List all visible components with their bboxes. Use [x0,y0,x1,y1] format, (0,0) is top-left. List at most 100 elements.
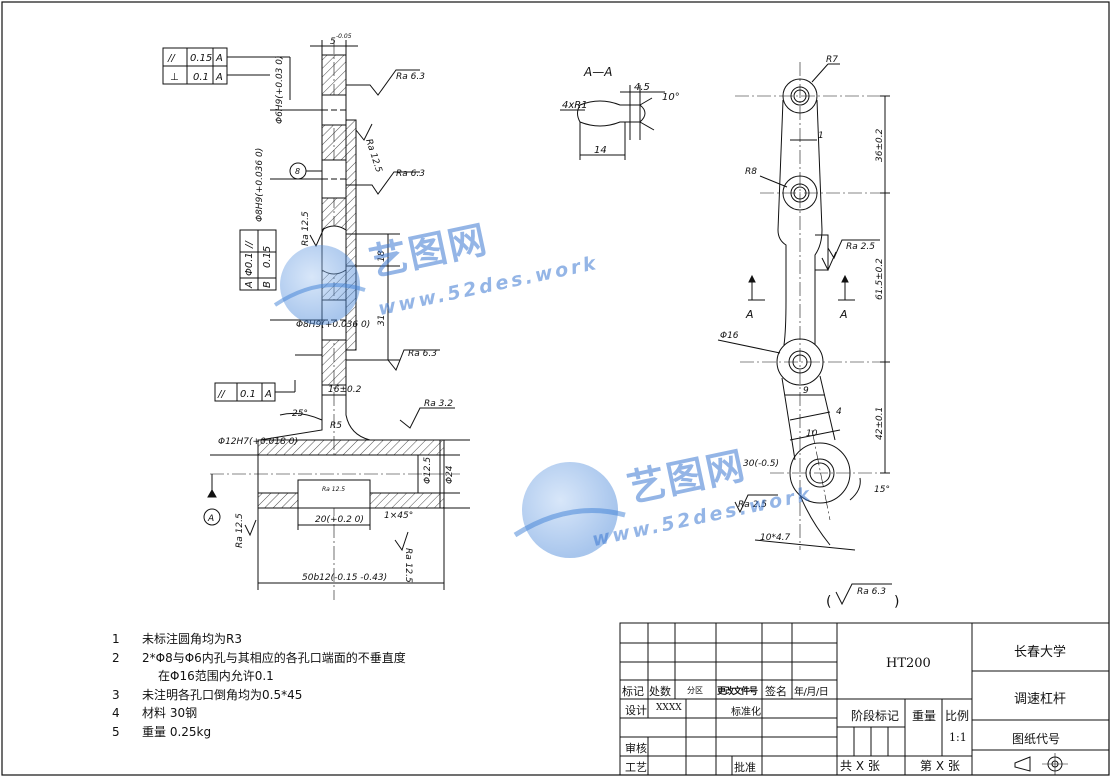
dim-d12-5: Φ12.5 [423,457,433,484]
dim-phi16: Φ16 [720,331,739,341]
section-title: A—A [583,65,612,79]
tol-2-datum: A [215,72,223,83]
tb-signature-label: 签名 [765,685,787,698]
dim-hole3: Φ8H9(+0.036 0) [296,320,370,330]
tb-designer-value: XXXX [656,703,682,713]
ra-6: Ra 3.2 [424,399,453,409]
dim-top-tol: -0.05 [336,33,352,40]
section-4-5: 4.5 [634,82,650,93]
dim-bore: Φ12H7(+0.018 0) [218,437,298,447]
slot-roughness: Ra 12.5 [322,486,345,493]
tb-ratio-label: 比例 [945,709,970,723]
ra-3: Ra 6.3 [396,169,425,179]
tb-mark-label: 标记 [622,685,644,698]
left-view [203,40,470,600]
dim-31: 31 [377,315,387,326]
note-text: 重量 0.25kg [142,724,212,739]
tb-zone-label: 分区 [687,686,703,695]
tol-3-symbol: // [217,389,226,400]
tb-count-label: 处数 [649,685,671,698]
dim-10-47: 10*4.7 [760,533,791,543]
tb-stage-label: 阶段标记 [851,709,900,723]
tol-1-symbol: // [167,53,176,64]
section-r1: 4xR1 [562,100,588,111]
note-text: 材料 30钢 [142,706,198,720]
section-text: A—A 4xR1 4.5 10° 14 [562,65,680,156]
note-text: 未注明各孔口倒角均为0.5*45 [142,687,303,702]
right-view [717,62,890,551]
left-dimension-text: 5 -0.05 Φ6H9(+0.03 0) Φ8H9(+0.036 0) Φ8H… [207,33,455,583]
note-item: 4 材料 30钢 [112,704,512,723]
section-a-a [560,85,665,160]
tb-sheet-number: 第 X 张 [920,759,960,773]
ra-5: Ra 6.3 [408,349,437,359]
dim-9: 9 [803,386,809,396]
general-roughness-paren-open: ( [826,594,831,610]
tol-2-symbol: ⊥ [170,72,179,83]
note-continuation: 在Φ16范围内允许0.1 [158,669,274,683]
circle-mark-8: 8 [295,167,300,176]
dim-r7: R7 [826,55,838,65]
section-angle-10: 10° [662,92,680,103]
angle-25: 25° [292,409,308,419]
dim-hole1: Φ6H9(+0.03 0) [275,56,285,125]
dim-hole2: Φ8H9(+0.036 0) [255,148,265,222]
dim-4: 4 [836,407,842,417]
note-item: 3 未注明各孔口倒角均为0.5*45 [112,686,512,705]
tb-approve-label: 批准 [734,761,756,774]
note-item: 5 重量 0.25kg [112,723,512,742]
scale-value: 1:1 [949,731,967,744]
tol-1-value: 0.15 [190,53,212,64]
section-mark-a-left: A [745,308,754,321]
tolerance-text: // 0.15 A ⊥ 0.1 A // 0.1 A Φ0.1 B // 0.1… [167,53,273,400]
tol-5-value: 0.15 [262,246,273,268]
dim-18: 18 [377,250,387,262]
dim-10: 10 [806,429,818,439]
ra-right-1: Ra 2.5 [846,242,875,252]
part-name: 调速杠杆 [1014,692,1067,707]
tb-total-sheets: 共 X 张 [840,759,880,773]
section-mark-a-right: A [839,308,848,321]
dim-61-5: 61.5±0.2 [875,258,885,300]
ra-right-2: Ra 2.5 [738,500,767,510]
tb-design-label: 设计 [625,704,647,717]
note-number: 2 [112,650,120,665]
ra-8: Ra 12.5 [403,548,413,583]
tb-weight-label: 重量 [912,709,937,723]
tol-3-datum: A [264,389,272,400]
material-value: HT200 [886,656,931,671]
school-name: 长春大学 [1014,645,1067,660]
note-number: 4 [112,706,120,720]
tol-4-datum: B [262,281,273,288]
general-roughness-paren-close: ) [894,594,899,610]
dim-top-width: 5 [330,37,336,47]
datum-a-label: A [207,514,214,524]
radius-r5: R5 [330,421,342,431]
section-14: 14 [594,145,607,156]
tb-date-label: 年/月/日 [794,687,829,698]
note-text: 2*Φ8与Φ6内孔与其相应的各孔口端面的不垂直度 [142,650,406,665]
tol-1-datum: A [215,53,223,64]
tol-4-value: Φ0.1 [244,252,255,276]
dim-chamfer: 1×45° [384,511,413,521]
drawing-number-label: 图纸代号 [1012,732,1061,746]
ra-1: Ra 6.3 [396,72,425,82]
tol-5-datum: A [244,281,255,289]
tb-change-doc-label: 更改文件号 [717,687,758,697]
ra-4: Ra 12.5 [301,211,311,246]
note-text: 未标注圆角均为R3 [142,632,242,646]
tb-standardize-label: 标准化 [731,707,761,718]
note-number: 3 [112,687,120,702]
tol-3-value: 0.1 [240,389,256,400]
dim-width-50: 50b12(-0.15 -0.43) [302,573,387,583]
dim-16: 16±0.2 [328,385,362,395]
dim-36: 36±0.2 [875,128,885,162]
angle-15: 15° [874,485,890,495]
tol-5-symbol: // [244,240,255,249]
dim-d24: Φ24 [445,465,455,484]
note-number: 5 [112,724,120,739]
